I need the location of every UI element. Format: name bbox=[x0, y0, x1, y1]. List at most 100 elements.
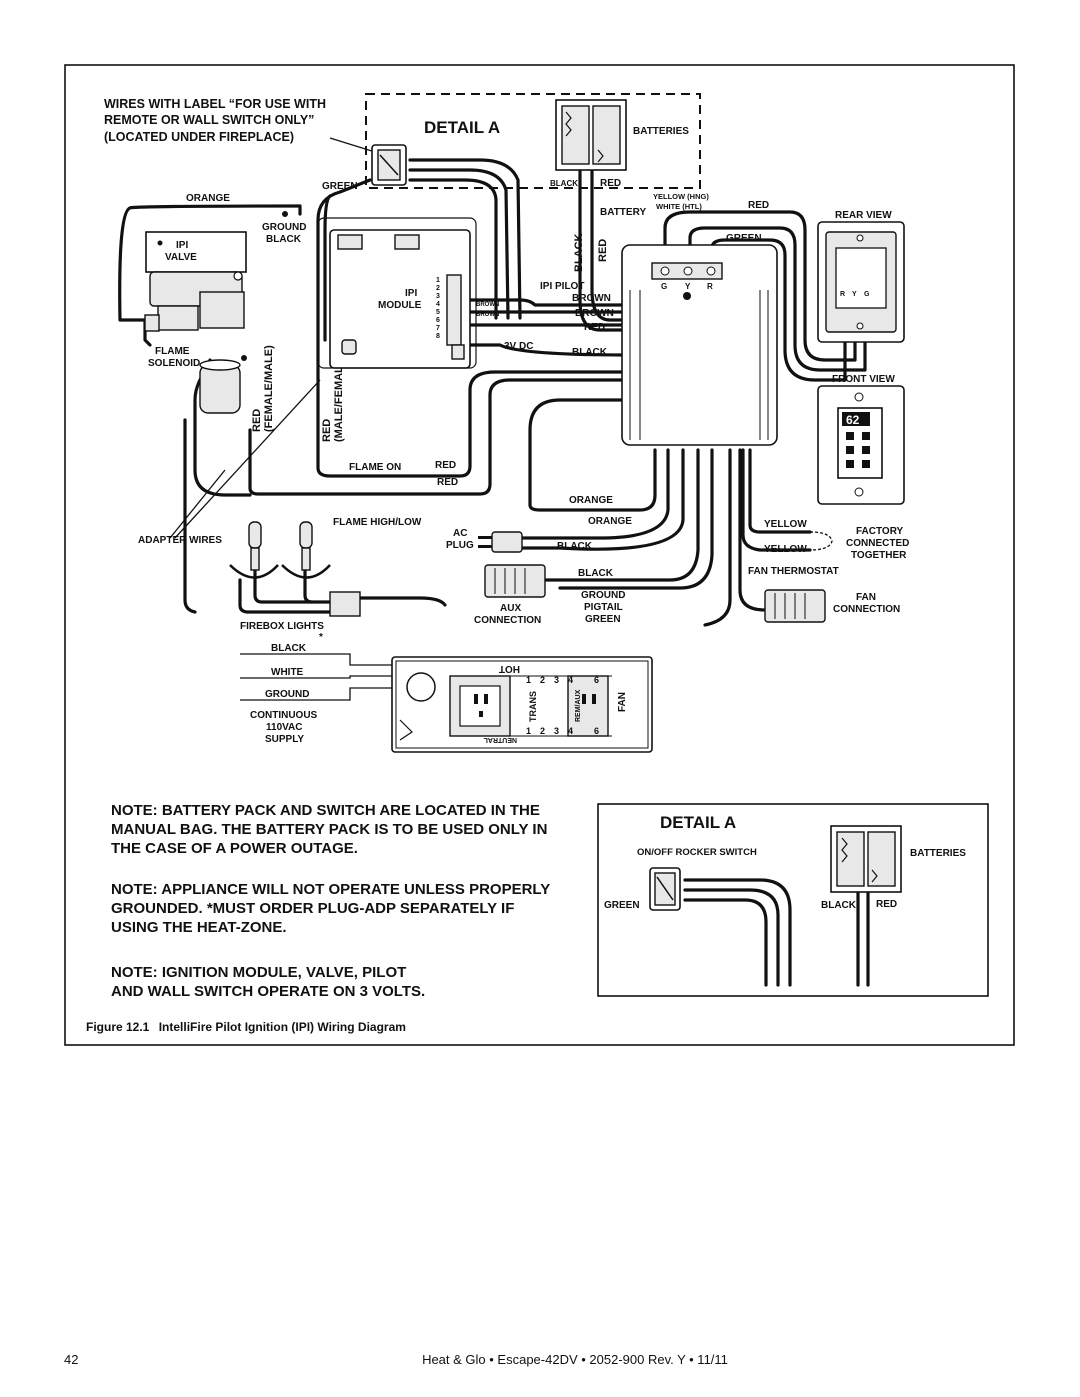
flame-solenoid-label-2: SOLENOID bbox=[148, 358, 200, 369]
svg-text:2: 2 bbox=[540, 675, 545, 685]
brown-label-small-2: BROWN bbox=[476, 312, 499, 318]
ground-label: GROUND bbox=[262, 222, 306, 233]
rem-aux-label: REM/AUX bbox=[575, 689, 582, 722]
adapter-wires-label: ADAPTER WIRES bbox=[138, 535, 222, 546]
firebox-lights bbox=[229, 521, 361, 617]
note-2-line-1: NOTE: APPLIANCE WILL NOT OPERATE UNLESS … bbox=[111, 881, 550, 898]
continuous-label-3: SUPPLY bbox=[265, 734, 304, 745]
fan-connection-label-2: CONNECTION bbox=[833, 604, 900, 615]
thermostat-display: 62 bbox=[846, 413, 860, 427]
inset-rocker-switch bbox=[649, 867, 681, 911]
green-label-switch-wire: GREEN bbox=[726, 233, 762, 244]
factory-label-3: TOGETHER bbox=[851, 550, 907, 561]
detail-a-title-inset: DETAIL A bbox=[660, 813, 736, 832]
rear-view-label: REAR VIEW bbox=[835, 210, 892, 221]
ipi-valve-label-2: VALVE bbox=[165, 252, 197, 263]
svg-text:HOT: HOT bbox=[499, 663, 520, 674]
brown-label-2: BROWN bbox=[575, 308, 614, 319]
battery-label: BATTERY bbox=[600, 207, 646, 218]
orange-label-1: ORANGE bbox=[569, 495, 613, 506]
continuous-label-2: 110VAC bbox=[266, 722, 303, 733]
black-label-ac: BLACK bbox=[557, 541, 593, 552]
ipi-module-label-2: MODULE bbox=[378, 300, 422, 311]
red-female-male-label: RED (FEMALE/MALE) bbox=[251, 345, 275, 432]
svg-text:RED: RED bbox=[251, 409, 263, 432]
wires-label-pointer bbox=[329, 137, 376, 153]
black-label-ground: BLACK bbox=[266, 234, 302, 245]
note-2-line-2: GROUNDED. *MUST ORDER PLUG-ADP SEPARATEL… bbox=[111, 900, 514, 917]
svg-text:BLACK: BLACK bbox=[573, 233, 585, 272]
rear-y-label: Y bbox=[852, 291, 857, 298]
ground-pigtail-label-1: GROUND bbox=[581, 590, 625, 601]
black-label-pilot: BLACK bbox=[572, 347, 608, 358]
green-label-switch: GREEN bbox=[322, 181, 358, 192]
factory-connection-loop bbox=[809, 531, 833, 551]
module-pin-3: 3 bbox=[436, 293, 440, 300]
note-1-line-3: THE CASE OF A POWER OUTAGE. bbox=[111, 840, 358, 857]
wire-harness bbox=[118, 158, 870, 987]
neutral-label: NEUTRAL bbox=[483, 736, 517, 743]
svg-text:1: 1 bbox=[526, 726, 531, 736]
ground-pigtail-label-2: PIGTAIL bbox=[584, 602, 623, 613]
svg-text:REM/AUX: REM/AUX bbox=[575, 689, 582, 722]
orange-label-top: ORANGE bbox=[186, 193, 230, 204]
inset-battery-pack bbox=[830, 825, 902, 893]
front-view-label: FRONT VIEW bbox=[832, 374, 895, 385]
svg-text:3: 3 bbox=[554, 675, 559, 685]
factory-label-2: CONNECTED bbox=[846, 538, 909, 549]
module-pin-2: 2 bbox=[436, 285, 440, 292]
wires-label-line-2: REMOTE OR WALL SWITCH ONLY” bbox=[104, 113, 314, 127]
svg-text:6: 6 bbox=[594, 675, 599, 685]
yellow-label-1: YELLOW bbox=[764, 519, 807, 530]
terminal-g-label: G bbox=[661, 282, 667, 291]
rear-r-label: R bbox=[840, 291, 845, 298]
terminal-y-label: Y bbox=[685, 282, 691, 291]
svg-text:4: 4 bbox=[568, 675, 573, 685]
wires-label-line-3: (LOCATED UNDER FIREPLACE) bbox=[104, 130, 294, 144]
flame-on-label: FLAME ON bbox=[349, 462, 401, 473]
battery-pack bbox=[555, 99, 627, 171]
note-3-line-1: NOTE: IGNITION MODULE, VALVE, PILOT bbox=[111, 964, 406, 981]
wall-switch-rear bbox=[817, 221, 905, 343]
rocker-switch bbox=[371, 144, 407, 186]
3v-dc-label: 3V DC bbox=[504, 341, 533, 352]
red-male-female-label: RED (MALE/FEMALE) bbox=[321, 355, 345, 442]
black-label-supply: BLACK bbox=[271, 643, 307, 654]
note-1-line-1: NOTE: BATTERY PACK AND SWITCH ARE LOCATE… bbox=[111, 802, 540, 819]
svg-text:NEUTRAL: NEUTRAL bbox=[483, 736, 517, 743]
terminal-numbers-top: 1 2 3 4 6 bbox=[526, 675, 599, 685]
brown-label-1: BROWN bbox=[572, 293, 611, 304]
firebox-lights-label: FIREBOX LIGHTS bbox=[240, 621, 324, 632]
black-label-aux: BLACK bbox=[578, 568, 614, 579]
notes-block: NOTE: BATTERY PACK AND SWITCH ARE LOCATE… bbox=[111, 802, 550, 1000]
ipi-module-label-1: IPI bbox=[405, 288, 417, 299]
orange-label-2: ORANGE bbox=[588, 516, 632, 527]
terminal-numbers-bottom: 1 2 3 4 6 bbox=[526, 726, 599, 736]
figure-title: IntelliFire Pilot Ignition (IPI) Wiring … bbox=[159, 1020, 406, 1034]
flame-solenoid-label-1: FLAME bbox=[155, 346, 190, 357]
aux-label: AUX bbox=[500, 603, 521, 614]
black-label-battery: BLACK bbox=[550, 179, 578, 188]
hot-label: HOT bbox=[499, 663, 520, 674]
note-1-line-2: MANUAL BAG. THE BATTERY PACK IS TO BE US… bbox=[111, 821, 547, 838]
svg-text:RED: RED bbox=[321, 419, 333, 442]
svg-text:4: 4 bbox=[568, 726, 573, 736]
red-label-pilot: RED bbox=[584, 322, 605, 333]
fan-thermostat-label: FAN THERMOSTAT bbox=[748, 566, 839, 577]
rear-g-label: G bbox=[864, 291, 870, 298]
svg-text:6: 6 bbox=[594, 726, 599, 736]
module-pin-1: 1 bbox=[436, 277, 440, 284]
flame-high-low-label: FLAME HIGH/LOW bbox=[333, 517, 422, 528]
batteries-label-inset: BATTERIES bbox=[910, 848, 966, 859]
batteries-label-top: BATTERIES bbox=[633, 126, 689, 137]
detail-a-dashed-box bbox=[365, 93, 701, 189]
module-pin-4: 4 bbox=[436, 301, 440, 308]
red-label-flame-on-2: RED bbox=[437, 477, 458, 488]
ac-plug-label-2: PLUG bbox=[446, 540, 474, 551]
svg-text:(MALE/FEMALE): (MALE/FEMALE) bbox=[333, 355, 345, 442]
fan-connector bbox=[764, 589, 826, 623]
red-label-battery: RED bbox=[600, 178, 621, 189]
page-number: 42 bbox=[64, 1352, 78, 1367]
ac-plug bbox=[478, 531, 523, 553]
